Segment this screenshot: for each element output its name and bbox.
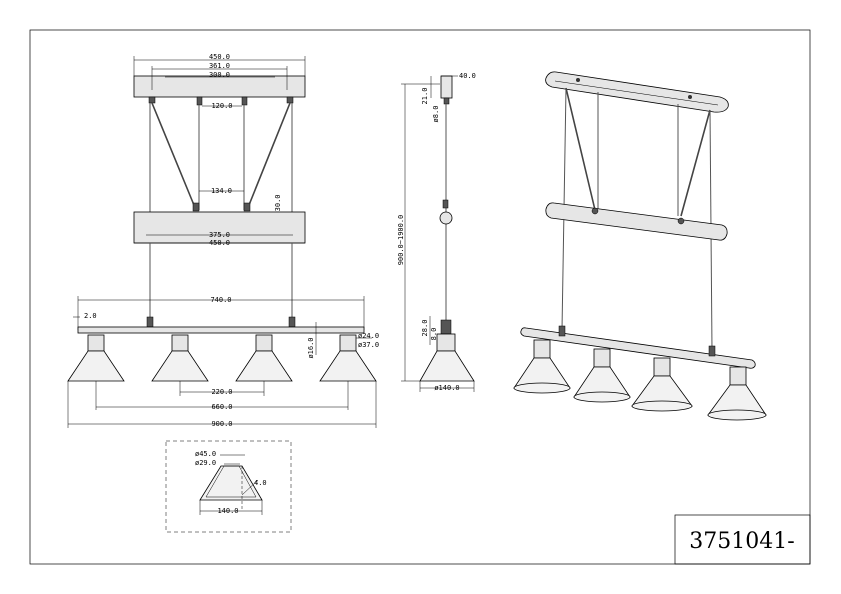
perspective-lamp-4 xyxy=(707,366,767,421)
dim-bar-length: 740.0 xyxy=(210,296,231,304)
front-view: 450.0 361.0 300.0 120.0 134.0 ø30.0 375.… xyxy=(67,53,379,428)
shade-detail-view: ø45.0 ø29.0 4.0 140.0 xyxy=(165,440,292,533)
dim-bottom-width: 140.0 xyxy=(217,507,238,515)
dim-mid-bar-width: 450.0 xyxy=(209,239,230,247)
dim-shade-diameter: ø140.0 xyxy=(434,384,459,392)
dim-holder-diameter: ø37.0 xyxy=(358,341,379,349)
dim-upper-gap: 120.0 xyxy=(211,102,232,110)
perspective-lamp-3 xyxy=(631,357,693,412)
dim-rod-diameter: ø16.0 xyxy=(307,337,315,358)
dim-lamp-pitch: 220.0 xyxy=(211,388,232,396)
dim-mid-bar-inner: 375.0 xyxy=(209,231,230,239)
perspective-canopy xyxy=(545,71,729,113)
dim-lamp-socket: 28.0 xyxy=(421,320,429,337)
perspective-lamp-1 xyxy=(513,339,571,394)
dim-lower-gap: 134.0 xyxy=(211,187,232,195)
lamp-1 xyxy=(67,334,125,382)
dim-overall-width: 900.0 xyxy=(211,420,232,428)
perspective-view xyxy=(513,71,767,421)
lamp-bar xyxy=(77,326,365,334)
dim-lamp-neck: 8.0 xyxy=(430,328,438,341)
perspective-lamp-2 xyxy=(573,348,631,403)
side-canopy xyxy=(440,75,453,99)
dim-canopy-lower: ø8.0 xyxy=(432,106,440,123)
middle-bar xyxy=(133,211,306,244)
dim-tube-diameter: ø30.0 xyxy=(274,194,282,215)
perspective-lamp-bar xyxy=(520,327,756,369)
dim-height-range: 900.0~1900.0 xyxy=(397,215,405,266)
side-shade xyxy=(419,350,475,382)
drawing-frame xyxy=(29,29,811,565)
dim-top-inner: ø29.0 xyxy=(195,459,216,467)
dim-outer-lamp-span: 660.0 xyxy=(211,403,232,411)
dim-bar-offset: 2.0 xyxy=(84,312,97,320)
dim-top-outer: ø45.0 xyxy=(195,450,216,458)
side-view: 40.0 21.0 ø8.0 900.0~1900.0 28.0 8.0 ø14… xyxy=(397,72,476,392)
dim-wall: 4.0 xyxy=(254,479,267,487)
lamp-3 xyxy=(235,334,293,382)
dim-socket-diameter: ø24.0 xyxy=(358,332,379,340)
lamp-2 xyxy=(151,334,209,382)
dim-canopy-height: 21.0 xyxy=(421,88,429,105)
dim-canopy-depth: 40.0 xyxy=(459,72,476,80)
dim-canopy-inner: 361.0 xyxy=(209,62,230,70)
dim-canopy-hole: 300.0 xyxy=(209,71,230,79)
perspective-tube xyxy=(545,202,728,241)
ceiling-canopy xyxy=(133,75,306,98)
side-lamp-holder xyxy=(436,333,456,352)
product-code: 3751041- xyxy=(689,529,794,554)
detail-frame xyxy=(165,440,292,533)
title-block xyxy=(674,514,811,565)
cord-weight xyxy=(439,211,453,225)
dim-canopy-width: 450.0 xyxy=(209,53,230,61)
shade-outline xyxy=(199,465,263,501)
